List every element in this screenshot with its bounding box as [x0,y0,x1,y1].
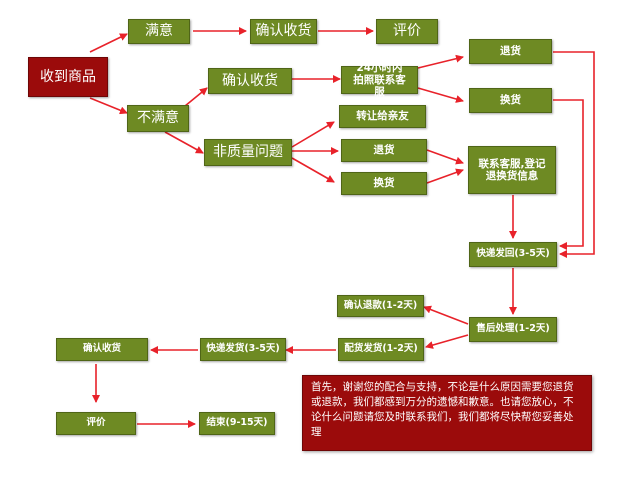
arrow-received-unsatisfied [89,97,128,115]
non-quality-node: 非质量问题 [204,139,292,166]
arrow-aftersales-refund [423,305,469,325]
received-goods-node: 收到商品 [28,57,108,97]
confirm-refund-node: 确认退款(1-2天) [337,295,424,317]
arrow-unsatisfied-confirm [184,87,208,107]
exchange-top-node: 换货 [469,88,552,113]
express-ship-node: 快递发货(3-5天) [200,338,286,361]
return-mid-node: 退货 [341,139,427,162]
arrow-nonquality-transfer [291,121,335,148]
confirm-receipt-top-node: 确认收货 [250,19,317,44]
unsatisfied-node: 不满意 [127,105,189,132]
transfer-node: 转让给亲友 [339,105,426,128]
apology-note: 首先，谢谢您的配合与支持，不论是什么原因需要您退货或退款，我们都感到万分的遗憾和… [302,375,592,451]
arrow-aftersales-replacement [425,334,469,349]
arrow-received-satisfied [89,33,128,53]
arrow-nonquality-exchange [291,157,335,183]
arrow-return-register [426,149,464,165]
ship-back-node: 快递发回(3-5天) [469,242,557,267]
register-info-node: 联系客服,登记退换货信息 [468,146,556,194]
arrow-photo-return [417,54,464,69]
arrow-return-top-shipback [553,51,595,258]
review-top-node: 评价 [376,19,438,44]
confirm-receipt-bottom-node: 确认收货 [56,338,148,361]
finish-node: 结束(9-15天) [199,412,275,435]
arrow-unsatisfied-nonquality [164,131,204,154]
satisfied-node: 满意 [128,19,190,44]
photo-contact-node: 24小时内拍照联系客服 [341,62,418,98]
after-sales-node: 售后处理(1-2天) [469,317,557,342]
return-top-node: 退货 [469,39,552,64]
exchange-mid-node: 换货 [341,172,427,195]
arrow-exchange-top-shipback [553,99,584,250]
review-bottom-node: 评价 [56,412,136,435]
arrow-exchange-register [426,168,464,184]
ship-replacement-node: 配货发货(1-2天) [338,338,424,361]
confirm-receipt-mid-node: 确认收货 [208,68,292,94]
arrow-photo-exchange [417,87,464,103]
